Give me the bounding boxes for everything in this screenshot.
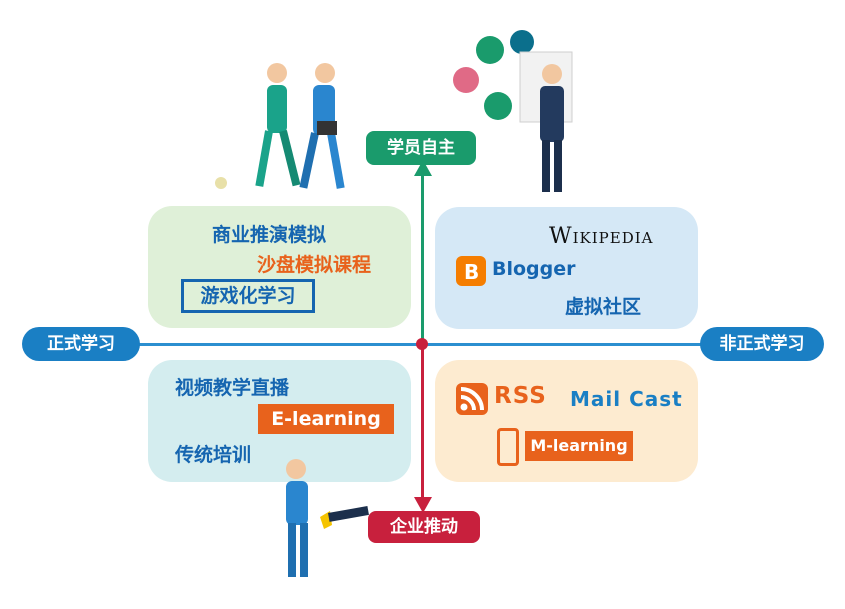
vertical-axis-up bbox=[421, 168, 424, 344]
horizontal-axis bbox=[70, 343, 790, 346]
axis-label-enterprise-driven: 企业推动 bbox=[368, 511, 480, 543]
elearning-badge: E-learning bbox=[258, 404, 394, 434]
blogger-text: Blogger bbox=[492, 258, 576, 280]
arrow-down-icon bbox=[414, 497, 432, 513]
quadrant-top-left bbox=[148, 206, 411, 328]
business-simulation-text: 商业推演模拟 bbox=[212, 224, 327, 246]
quadrant-bottom-right bbox=[435, 360, 698, 482]
mlearning-badge: M-learning bbox=[525, 431, 633, 461]
vertical-axis-down bbox=[421, 346, 424, 498]
presenter-illustration bbox=[453, 30, 573, 192]
traditional-training-text: 传统培训 bbox=[175, 444, 252, 466]
walking-men-illustration bbox=[215, 63, 345, 189]
rss-icon bbox=[456, 383, 488, 415]
video-live-text: 视频教学直播 bbox=[175, 377, 290, 399]
sandbox-course-text: 沙盘模拟课程 bbox=[257, 254, 372, 276]
wikipedia-logo: Wikipedia bbox=[549, 224, 654, 249]
kicked-man-illustration bbox=[286, 459, 369, 577]
center-dot bbox=[416, 338, 428, 350]
rss-text: RSS bbox=[494, 383, 547, 409]
phone-icon bbox=[497, 428, 519, 466]
virtual-community-text: 虚拟社区 bbox=[565, 296, 642, 318]
mailcast-text: Mail Cast bbox=[570, 387, 683, 411]
axis-label-self-driven: 学员自主 bbox=[366, 131, 476, 165]
axis-label-informal: 非正式学习 bbox=[700, 327, 824, 361]
blogger-icon: B bbox=[456, 256, 486, 286]
axis-label-formal: 正式学习 bbox=[22, 327, 140, 361]
gamified-learning-text: 游戏化学习 bbox=[181, 279, 315, 313]
